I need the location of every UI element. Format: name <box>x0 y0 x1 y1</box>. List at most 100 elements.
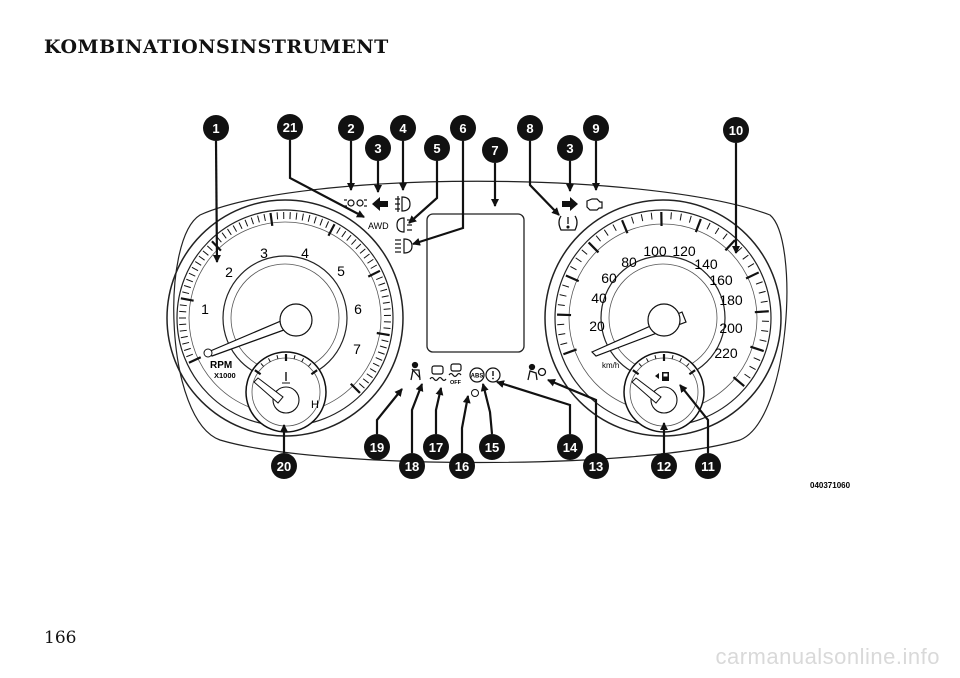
callout-3: 3 <box>557 135 583 161</box>
speed-number-180: 180 <box>719 292 743 308</box>
coolant-temp-icon <box>282 372 290 384</box>
callout-11: 11 <box>695 453 721 479</box>
indicator-light-icon <box>471 389 479 397</box>
svg-text:7: 7 <box>491 143 498 158</box>
svg-text:20: 20 <box>277 459 291 474</box>
speed-number-100: 100 <box>643 243 667 259</box>
rear-fog-light-icon <box>396 217 412 233</box>
callout-19: 19 <box>364 434 390 460</box>
callout-13: 13 <box>583 453 609 479</box>
svg-text:5: 5 <box>433 141 440 156</box>
callout-3: 3 <box>365 135 391 161</box>
svg-text:8: 8 <box>526 121 533 136</box>
check-engine-icon <box>586 198 603 211</box>
callout-6: 6 <box>450 115 476 141</box>
traction-control-off-icon <box>448 363 462 378</box>
svg-text:17: 17 <box>429 440 443 455</box>
callout-20: 20 <box>271 453 297 479</box>
right-turn-signal-icon <box>562 197 578 211</box>
svg-text:21: 21 <box>283 120 297 135</box>
seat-belt-reminder-icon <box>410 361 421 381</box>
callout-9: 9 <box>583 115 609 141</box>
tach-number-7: 7 <box>353 341 361 357</box>
rpm-multiplier-label: X1000 <box>214 371 236 380</box>
center-display <box>426 213 525 353</box>
high-beam-icon <box>395 238 413 254</box>
speedometer-ticks <box>557 211 769 387</box>
svg-text:16: 16 <box>455 459 469 474</box>
fuel-pump-icon <box>655 372 669 381</box>
svg-text:11: 11 <box>701 459 715 474</box>
left-turn-signal-icon <box>372 197 388 211</box>
callout-7: 7 <box>482 137 508 163</box>
page-number: 166 <box>44 628 77 648</box>
parking-lights-icon <box>344 199 367 207</box>
cluster-housing <box>173 180 788 464</box>
callout-14: 14 <box>557 434 583 460</box>
svg-text:9: 9 <box>592 121 599 136</box>
speedometer: 20 40 60 80 100 120 140 160 180 200 220 … <box>544 199 782 437</box>
kmh-label: km/h <box>602 361 619 370</box>
svg-text:6: 6 <box>459 121 466 136</box>
tach-number-2: 2 <box>225 264 233 280</box>
callout-leaders <box>212 140 740 453</box>
tach-number-3: 3 <box>260 245 268 261</box>
tach-number-5: 5 <box>337 263 345 279</box>
temp-hot-label: H <box>311 399 319 411</box>
temperature-gauge: H <box>245 351 327 433</box>
callout-17: 17 <box>423 434 449 460</box>
svg-text:12: 12 <box>657 459 671 474</box>
callout-2: 2 <box>338 115 364 141</box>
abs-warning-icon: ABS <box>469 367 485 383</box>
speed-number-80: 80 <box>621 254 637 270</box>
callout-12: 12 <box>651 453 677 479</box>
callout-18: 18 <box>399 453 425 479</box>
tire-pressure-warning-icon <box>558 215 578 231</box>
svg-text:3: 3 <box>566 141 573 156</box>
tachometer-ticks <box>179 212 391 394</box>
tach-number-6: 6 <box>354 301 362 317</box>
rpm-label: RPM <box>210 360 232 371</box>
airbag-warning-icon <box>527 363 547 381</box>
callout-10: 10 <box>723 117 749 143</box>
svg-text:15: 15 <box>485 440 499 455</box>
svg-text:ABS: ABS <box>471 374 484 380</box>
svg-text:14: 14 <box>563 440 578 455</box>
callout-16: 16 <box>449 453 475 479</box>
speed-number-160: 160 <box>709 272 733 288</box>
callout-21: 21 <box>277 114 303 140</box>
off-label: OFF <box>450 380 462 386</box>
svg-text:18: 18 <box>405 459 419 474</box>
callout-15: 15 <box>479 434 505 460</box>
speed-number-200: 200 <box>719 320 743 336</box>
figure-code: 040371060 <box>810 481 851 490</box>
awd-indicator: AWD <box>368 221 389 231</box>
tach-number-4: 4 <box>301 245 309 261</box>
svg-text:2: 2 <box>347 121 354 136</box>
speed-number-40: 40 <box>591 290 607 306</box>
speed-number-140: 140 <box>694 256 718 272</box>
speed-number-60: 60 <box>601 270 617 286</box>
speed-number-220: 220 <box>714 345 738 361</box>
front-fog-light-icon <box>395 196 411 212</box>
callout-5: 5 <box>424 135 450 161</box>
tach-number-1: 1 <box>201 301 209 317</box>
brake-warning-icon <box>485 367 501 383</box>
speed-number-20: 20 <box>589 318 605 334</box>
callout-4: 4 <box>390 115 416 141</box>
svg-text:10: 10 <box>729 123 743 138</box>
fuel-gauge <box>623 351 705 433</box>
svg-text:3: 3 <box>374 141 381 156</box>
traction-control-icon <box>429 365 447 382</box>
svg-text:4: 4 <box>399 121 407 136</box>
svg-text:1: 1 <box>212 121 219 136</box>
page-title: KOMBINATIONSINSTRUMENT <box>44 36 389 58</box>
svg-text:19: 19 <box>370 440 384 455</box>
callout-8: 8 <box>517 115 543 141</box>
watermark: carmanualsonline.info <box>715 644 940 669</box>
speed-number-120: 120 <box>672 243 696 259</box>
callout-1: 1 <box>203 115 229 141</box>
svg-text:13: 13 <box>589 459 603 474</box>
